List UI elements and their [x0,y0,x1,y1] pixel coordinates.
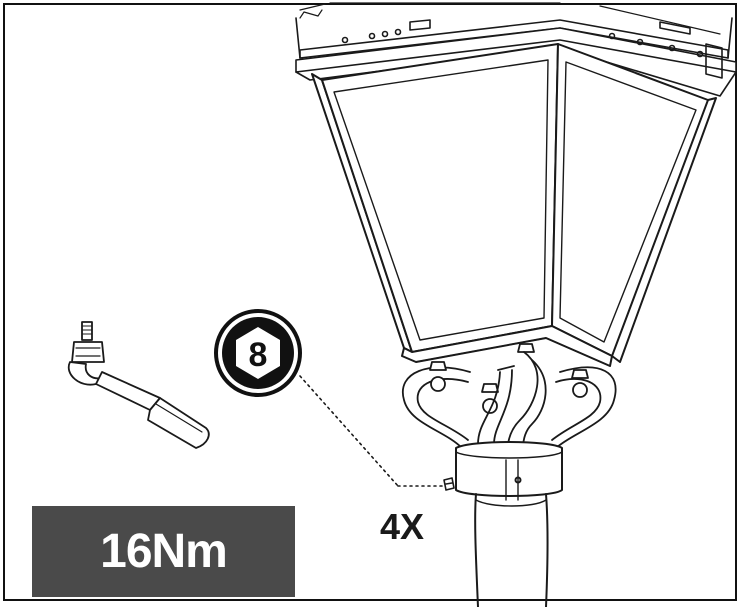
lantern-top-cap [295,2,737,97]
torque-spec-box: 16Nm [32,506,295,597]
leader-lines [299,375,443,487]
pole-collar [455,441,563,607]
hex-size-label: 8 [249,336,268,374]
torque-value-label: 16Nm [100,525,228,578]
quantity-label: 4X [380,506,425,547]
hex-key-wrench [67,321,210,449]
illustration-frame [3,3,737,601]
lantern-glass-body [311,43,717,367]
set-screw [443,477,455,491]
hex-size-badge: 8 [214,309,302,397]
